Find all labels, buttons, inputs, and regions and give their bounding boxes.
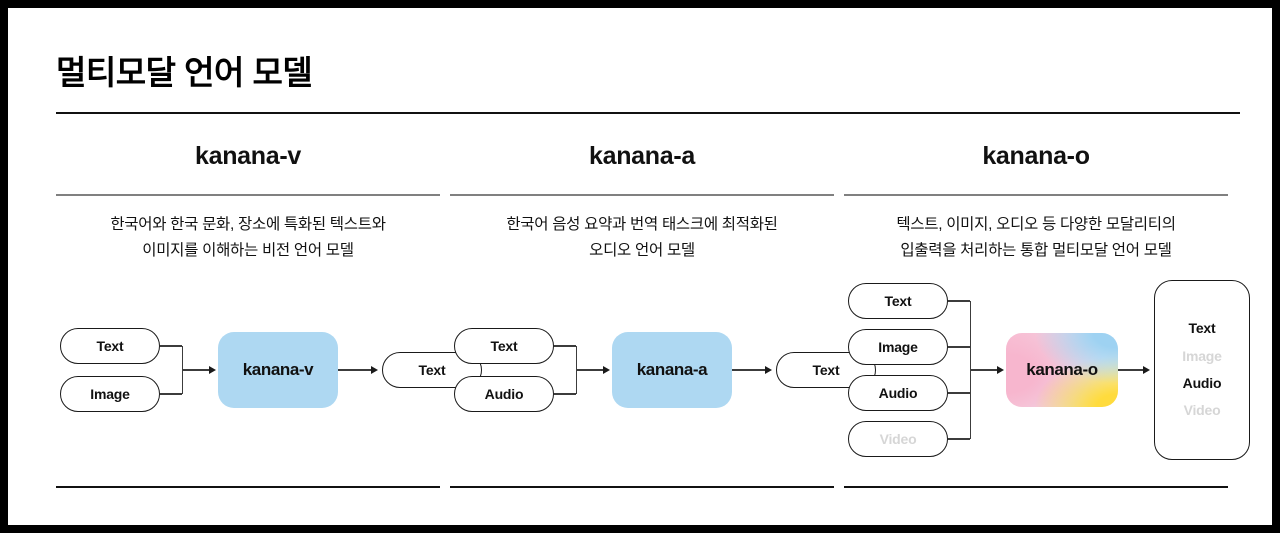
connector-stub (948, 392, 970, 394)
column-bottom-divider (56, 486, 440, 488)
input-pill-image[interactable]: Image (60, 376, 160, 412)
column-title: kanana-v (195, 142, 301, 170)
input-pill-image[interactable]: Image (848, 329, 948, 365)
column-kanana-o: kanana-o 텍스트, 이미지, 오디오 등 다양한 모달리티의 입출력을 … (844, 120, 1250, 500)
arrow-out-icon (765, 365, 772, 374)
connector-lead-in (182, 369, 210, 371)
column-bottom-divider (450, 486, 834, 488)
column-divider (844, 194, 1228, 196)
input-pill-text[interactable]: Text (60, 328, 160, 364)
column-kanana-v: kanana-v 한국어와 한국 문화, 장소에 특화된 텍스트와 이미지를 이… (56, 120, 482, 500)
column-kanana-a: kanana-a 한국어 음성 요약과 번역 태스크에 최적화된 오디오 언어 … (450, 120, 876, 500)
column-bottom-divider (844, 486, 1228, 488)
connector-lead-out (1118, 369, 1144, 371)
slide-frame: 멀티모달 언어 모델 kanana-v 한국어와 한국 문화, 장소에 특화된 … (8, 8, 1272, 525)
column-title: kanana-a (589, 142, 695, 170)
output-line-audio: Audio (1182, 375, 1222, 391)
connector-stub (160, 393, 182, 395)
input-pill-text[interactable]: Text (848, 283, 948, 319)
connector-stub (160, 345, 182, 347)
connector-stub (948, 300, 970, 302)
page-title: 멀티모달 언어 모델 (56, 54, 313, 91)
output-line-image: Image (1182, 347, 1222, 364)
column-title: kanana-o (982, 142, 1090, 170)
connector-lead-out (338, 369, 372, 371)
arrow-in-icon (603, 365, 610, 374)
arrow-out-icon (1143, 365, 1150, 374)
connector-stub (948, 346, 970, 348)
input-pill-video[interactable]: Video (848, 421, 948, 457)
connector-lead-in (576, 369, 604, 371)
column-divider (450, 194, 834, 196)
connector-lead-out (732, 369, 766, 371)
core-block-kanana-v[interactable]: kanana-v (218, 332, 338, 408)
connector-stub (948, 438, 970, 440)
core-block-kanana-a[interactable]: kanana-a (612, 332, 732, 408)
input-pill-text[interactable]: Text (454, 328, 554, 364)
arrow-out-icon (371, 365, 378, 374)
column-description: 한국어 음성 요약과 번역 태스크에 최적화된 오디오 언어 모델 (506, 216, 778, 259)
column-description: 한국어와 한국 문화, 장소에 특화된 텍스트와 이미지를 이해하는 비전 언어… (110, 216, 386, 259)
input-pill-audio[interactable]: Audio (848, 375, 948, 411)
column-divider (56, 194, 440, 196)
arrow-in-icon (209, 365, 216, 374)
connector-stub (554, 345, 576, 347)
output-line-video: Video (1183, 402, 1221, 419)
connector-lead-in (970, 369, 998, 371)
arrow-in-icon (997, 365, 1004, 374)
input-pill-audio[interactable]: Audio (454, 376, 554, 412)
column-description: 텍스트, 이미지, 오디오 등 다양한 모달리티의 입출력을 처리하는 통합 멀… (896, 216, 1176, 259)
connector-stub (554, 393, 576, 395)
output-line-text: Text (1188, 320, 1216, 337)
core-block-kanana-o[interactable]: kanana-o (1006, 333, 1118, 407)
title-divider (56, 112, 1240, 114)
